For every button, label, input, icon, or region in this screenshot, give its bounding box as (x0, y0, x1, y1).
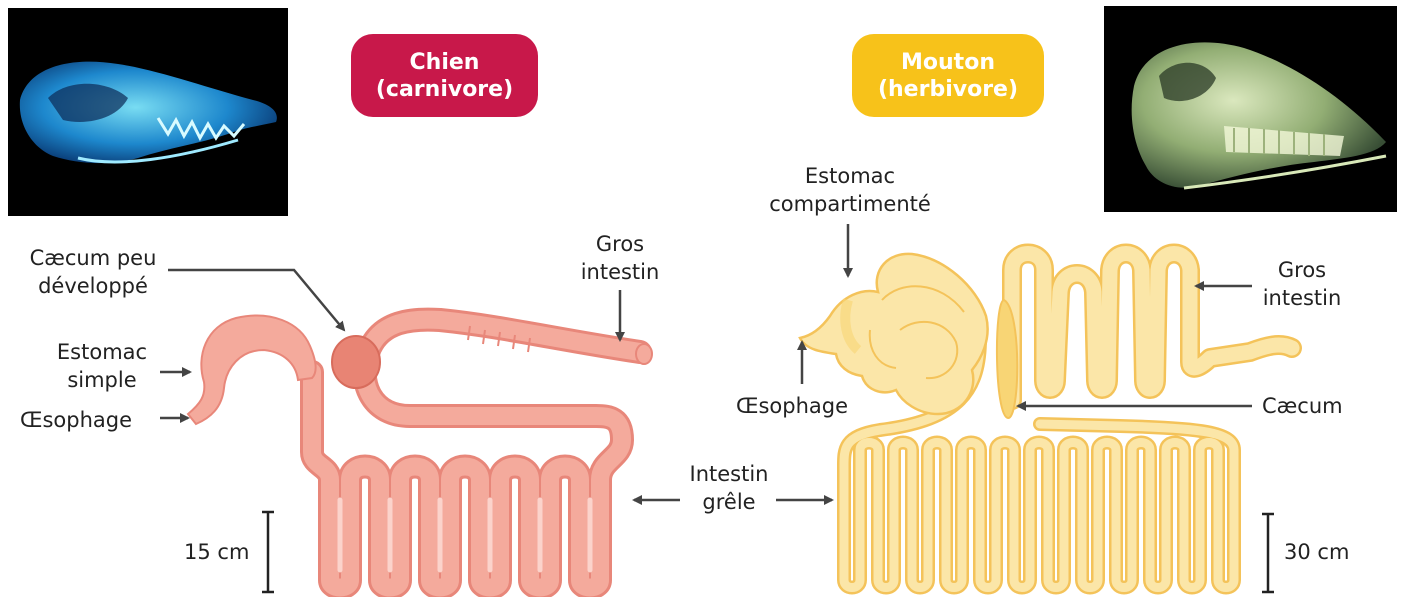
dog-digestive-tract (188, 316, 652, 588)
dog-caecum-label-line1: Cæcum peu (18, 244, 168, 272)
sheep-caecum-label: Cæcum (1262, 392, 1343, 420)
sheep-stomach (800, 254, 988, 414)
sheep-oesophagus-label: Œsophage (736, 392, 848, 420)
small-intestine-label-line1: Intestin (672, 460, 786, 488)
sheep-scale-bar (1262, 514, 1274, 592)
sheep-scale-text: 30 cm (1284, 538, 1349, 566)
small-intestine-label: Intestin grêle (672, 460, 786, 516)
dog-scale-label: 15 cm (184, 538, 249, 566)
dog-oesophagus-label: Œsophage (20, 406, 132, 434)
dog-large-intestine-label-line1: Gros (570, 230, 670, 258)
dog-caecum-label-line2: développé (18, 272, 168, 300)
dog-scale-text: 15 cm (184, 538, 249, 566)
sheep-large-intestine-label: Gros intestin (1252, 256, 1352, 312)
sheep-stomach-label-line1: Estomac (752, 162, 948, 190)
sheep-stomach-label-line2: compartimenté (752, 190, 948, 218)
dog-large-intestine-label-line2: intestin (570, 258, 670, 286)
dog-caecum-label: Cæcum peu développé (18, 244, 168, 300)
dog-stomach-label-line2: simple (44, 366, 160, 394)
sheep-digestive-tract (800, 254, 1292, 588)
dog-stomach-label: Estomac simple (44, 338, 160, 394)
sheep-caecum-label-text: Cæcum (1262, 392, 1343, 420)
sheep-stomach-label: Estomac compartimenté (752, 162, 948, 218)
dog-large-intestine-label: Gros intestin (570, 230, 670, 286)
dog-stomach (188, 316, 316, 424)
dog-oesophagus-label-text: Œsophage (20, 406, 132, 434)
sheep-large-intestine-label-line1: Gros (1252, 256, 1352, 284)
dog-caecum (332, 336, 380, 388)
sheep-large-intestine-label-line2: intestin (1252, 284, 1352, 312)
small-intestine-label-line2: grêle (672, 488, 786, 516)
dog-scale-bar (262, 512, 274, 592)
dog-stomach-label-line1: Estomac (44, 338, 160, 366)
sheep-scale-label: 30 cm (1284, 538, 1349, 566)
sheep-oesophagus-label-text: Œsophage (736, 392, 848, 420)
